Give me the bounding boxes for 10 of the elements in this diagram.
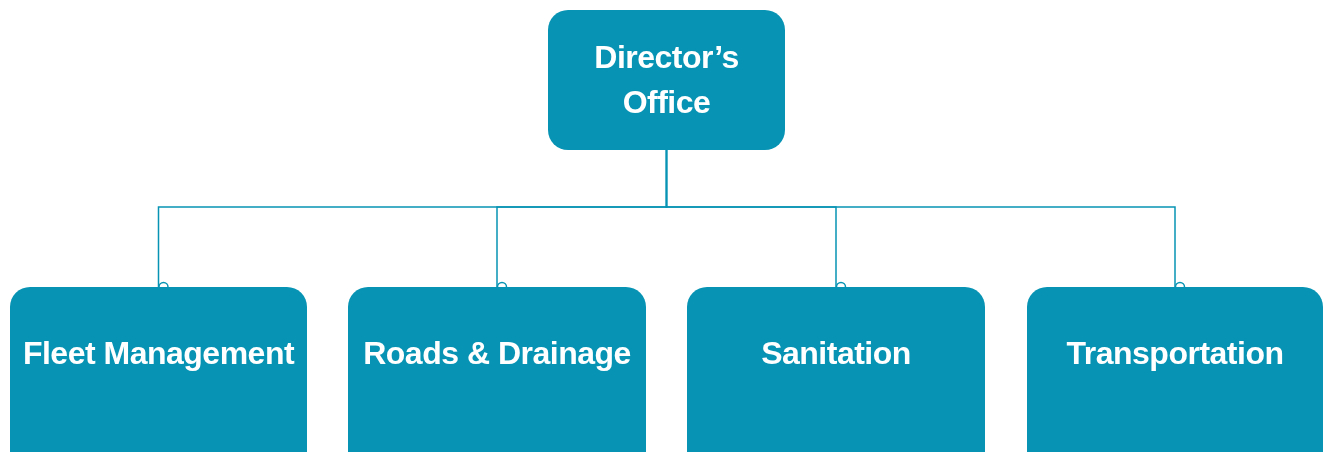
unit-label: Fleet Management <box>22 334 295 373</box>
unit-box <box>1027 287 1323 452</box>
unit-box <box>348 287 646 452</box>
unit-box <box>548 10 785 150</box>
unit-box <box>687 287 985 452</box>
unit-label: Director’s Office <box>593 38 740 122</box>
unit-label: Transportation <box>1066 334 1284 373</box>
unit-label: Sanitation <box>761 334 911 373</box>
unit-box <box>10 287 307 452</box>
unit-label: Roads & Drainage <box>363 334 631 373</box>
